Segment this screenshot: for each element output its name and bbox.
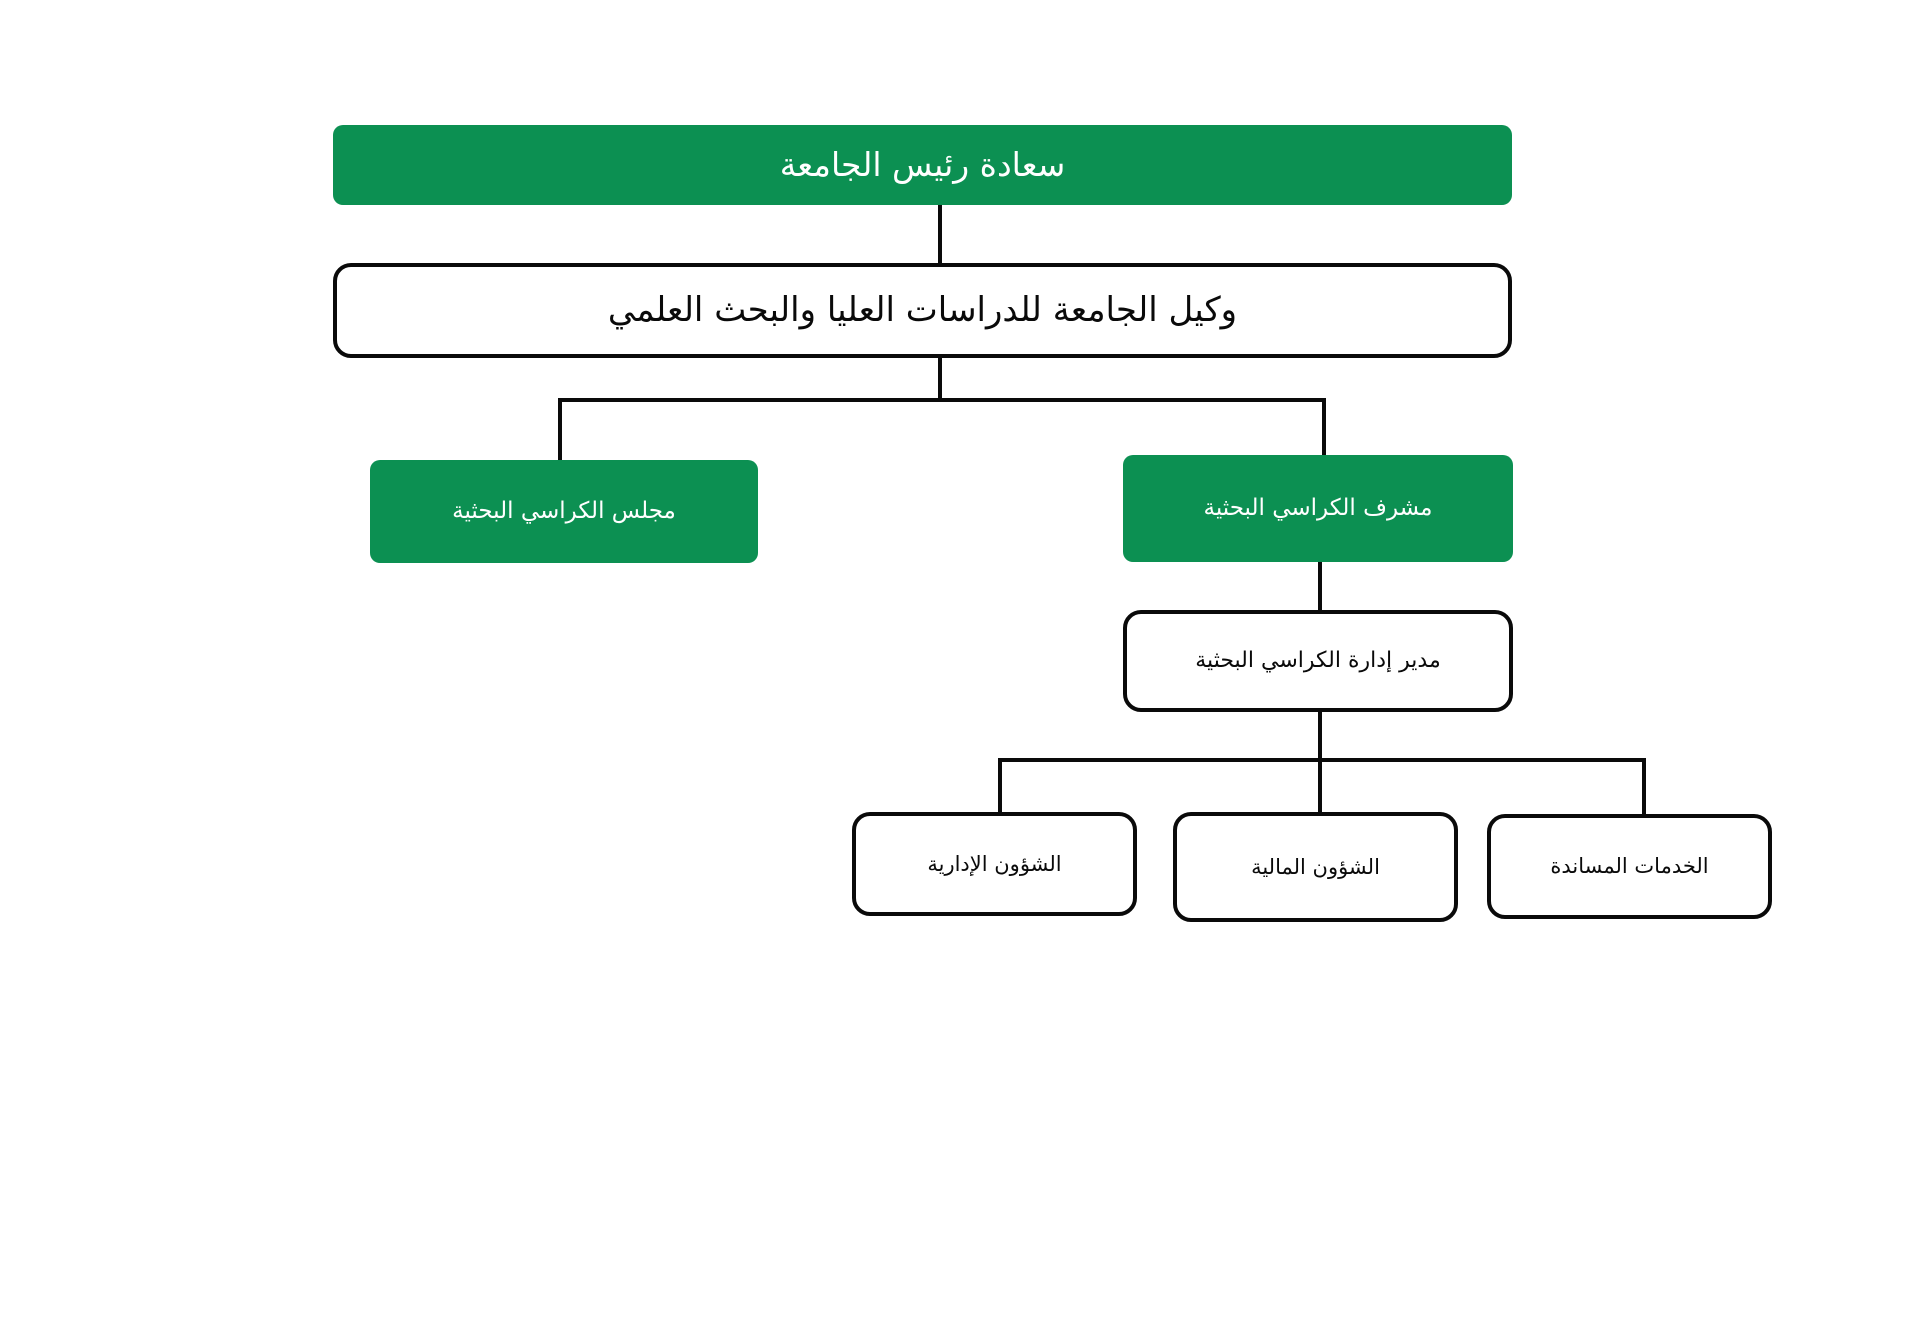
- org-node-financial-affairs[interactable]: الشؤون المالية: [1173, 812, 1458, 922]
- org-node-research-chairs-supervisor[interactable]: مشرف الكراسي البحثية: [1123, 455, 1513, 562]
- org-node-label: الشؤون الإدارية: [927, 851, 1062, 876]
- connector-drop-to-research-chairs-supervisor: [1322, 398, 1326, 460]
- connector-drop-to-financial-affairs: [1318, 758, 1322, 814]
- connector-drop-to-support-services: [1642, 758, 1646, 814]
- org-node-label: سعادة رئيس الجامعة: [779, 144, 1066, 184]
- connector-vice-president-bar: [558, 398, 1326, 402]
- org-node-university-president[interactable]: سعادة رئيس الجامعة: [333, 125, 1512, 205]
- connector-drop-to-administrative-affairs: [998, 758, 1002, 814]
- org-node-label: مجلس الكراسي البحثية: [452, 497, 676, 524]
- org-node-vice-president-graduate-studies-research[interactable]: وكيل الجامعة للدراسات العليا والبحث العل…: [333, 263, 1512, 358]
- org-node-label: الشؤون المالية: [1251, 854, 1380, 879]
- org-node-label: مدير إدارة الكراسي البحثية: [1195, 648, 1441, 674]
- connector-department-manager-bar: [998, 758, 1646, 762]
- connector-supervisor-to-department-manager: [1318, 562, 1322, 612]
- org-node-label: مشرف الكراسي البحثية: [1203, 494, 1433, 521]
- connector-vice-president-stem: [938, 358, 942, 402]
- org-node-support-services[interactable]: الخدمات المساندة: [1487, 814, 1772, 919]
- connector-department-manager-stem: [1318, 712, 1322, 762]
- connector-drop-to-research-chairs-council: [558, 398, 562, 460]
- connector-president-to-vice-president: [938, 205, 942, 265]
- org-node-research-chairs-department-manager[interactable]: مدير إدارة الكراسي البحثية: [1123, 610, 1513, 712]
- org-node-administrative-affairs[interactable]: الشؤون الإدارية: [852, 812, 1137, 916]
- org-node-label: وكيل الجامعة للدراسات العليا والبحث العل…: [607, 289, 1238, 330]
- org-node-label: الخدمات المساندة: [1550, 854, 1709, 879]
- org-node-research-chairs-council[interactable]: مجلس الكراسي البحثية: [370, 460, 758, 563]
